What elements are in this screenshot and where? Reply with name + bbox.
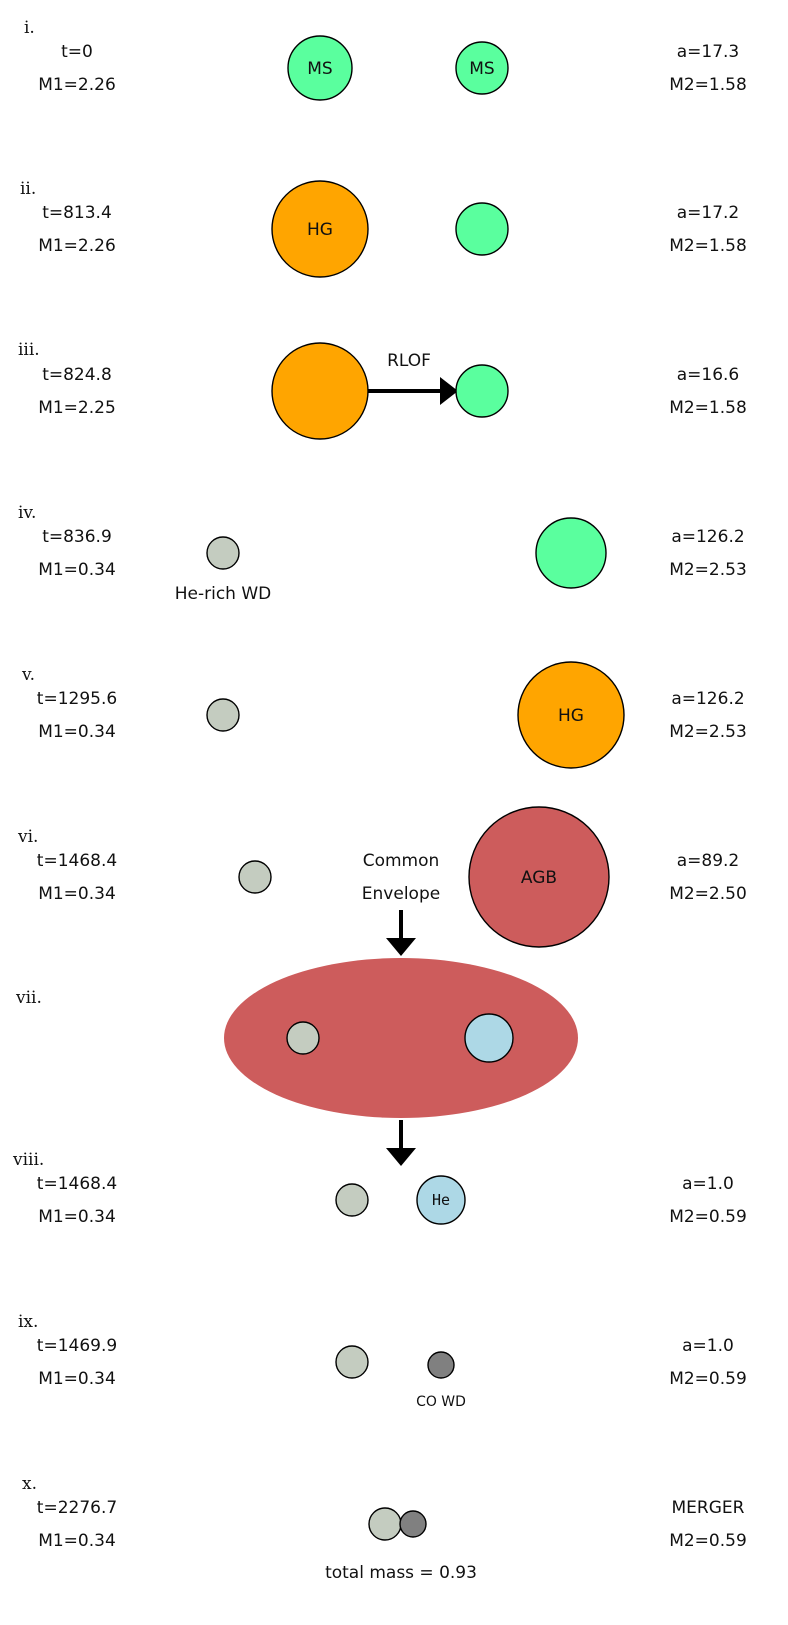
stage-9-time: t=1469.9: [37, 1336, 117, 1356]
stage-9-star1-white-dwarf: [335, 1345, 369, 1379]
stage-4-time: t=836.9: [42, 527, 112, 547]
stage-6-separation: a=89.2: [677, 851, 740, 871]
stage-3: iii. t=824.8 M1=2.25 RLOF a=16.6 M2=1.58: [18, 340, 747, 440]
stage-1-star1-main-sequence: [287, 35, 353, 101]
stage-1-star2-label: MS: [469, 59, 494, 79]
stage-2-star2-main-sequence: [455, 202, 509, 256]
stage-3-mass1: M1=2.25: [38, 398, 116, 418]
common-envelope-label-line1: Common: [363, 851, 440, 871]
stage-7-numeral: vii.: [15, 988, 42, 1008]
stage-9-star2-caption: CO WD: [416, 1394, 466, 1410]
stage-6-mass1: M1=0.34: [38, 884, 116, 904]
stage-10-mass2: M2=0.59: [669, 1531, 747, 1551]
stage-8-mass1: M1=0.34: [38, 1207, 116, 1227]
stage-8-star2-helium-star: [416, 1175, 466, 1225]
stage-1-numeral: i.: [24, 18, 35, 38]
stage-5-star1-white-dwarf: [206, 698, 240, 732]
stage-4: iv. t=836.9 M1=0.34 He-rich WD a=126.2 M…: [18, 503, 747, 604]
stage-1-mass1: M1=2.26: [38, 75, 116, 95]
stage-6-star1-white-dwarf: [238, 860, 272, 894]
stage-5-star2-label: HG: [558, 706, 584, 726]
stage-4-mass1: M1=0.34: [38, 560, 116, 580]
stage-1-mass2: M2=1.58: [669, 75, 747, 95]
stage-5-star2-hertzsprung-gap: [517, 661, 625, 769]
stage-7-star2-helium-core: [464, 1013, 514, 1063]
stage-3-separation: a=16.6: [677, 365, 740, 385]
stage-4-separation: a=126.2: [671, 527, 744, 547]
stage-3-star2-main-sequence: [455, 364, 509, 418]
total-mass-caption: total mass = 0.93: [325, 1563, 477, 1583]
stage-10-time: t=2276.7: [37, 1498, 117, 1518]
stage-6-time: t=1468.4: [37, 851, 117, 871]
stage-4-numeral: iv.: [18, 503, 36, 523]
stage-3-mass2: M2=1.58: [669, 398, 747, 418]
stage-9: ix. t=1469.9 M1=0.34 CO WD a=1.0 M2=0.59: [18, 1312, 747, 1410]
stage-2-star1-hertzsprung-gap: [271, 180, 369, 278]
stage-9-numeral: ix.: [18, 1312, 38, 1332]
stage-10: x. t=2276.7 M1=0.34 total mass = 0.93 ME…: [22, 1474, 747, 1583]
stage-5-mass2: M2=2.53: [669, 722, 747, 742]
stage-10-merger-label: MERGER: [672, 1498, 745, 1518]
rlof-label: RLOF: [387, 351, 431, 371]
stage-7: vii.: [15, 958, 578, 1166]
stage-1-separation: a=17.3: [677, 42, 740, 62]
stage-6-numeral: vi.: [17, 827, 38, 847]
stage-5: v. t=1295.6 M1=0.34 HG a=126.2 M2=2.53: [21, 661, 747, 769]
stage-2-separation: a=17.2: [677, 203, 740, 223]
stage-6-star2-agb: [468, 806, 610, 948]
stage-6: vi. t=1468.4 M1=0.34 Common Envelope AGB…: [17, 806, 747, 956]
stage-1: i. t=0 M1=2.26 MS MS a=17.3 M2=1.58: [24, 18, 747, 101]
stage-3-star1-hertzsprung-gap: [271, 342, 369, 440]
stage-5-numeral: v.: [21, 665, 35, 685]
stage-9-mass1: M1=0.34: [38, 1369, 116, 1389]
stage-8-time: t=1468.4: [37, 1174, 117, 1194]
stage-5-mass1: M1=0.34: [38, 722, 116, 742]
stage-9-separation: a=1.0: [682, 1336, 734, 1356]
stage-10-star1-white-dwarf: [368, 1507, 402, 1541]
rlof-arrow-head: [440, 377, 458, 405]
stage-1-star2-main-sequence: [455, 41, 509, 95]
common-envelope-label-line2: Envelope: [362, 884, 440, 904]
stage-5-time: t=1295.6: [37, 689, 117, 709]
common-envelope: [224, 958, 578, 1118]
ce-arrow-1-head: [386, 938, 416, 956]
stage-8-star1-white-dwarf: [335, 1183, 369, 1217]
stage-4-star1-caption: He-rich WD: [175, 584, 272, 604]
stage-8-separation: a=1.0: [682, 1174, 734, 1194]
stage-1-time: t=0: [61, 42, 93, 62]
stage-4-star1-white-dwarf: [206, 536, 240, 570]
stage-6-star2-label: AGB: [521, 868, 557, 888]
stage-2-time: t=813.4: [42, 203, 112, 223]
ce-arrow-2-head: [386, 1148, 416, 1166]
stage-2-mass2: M2=1.58: [669, 236, 747, 256]
stage-2-mass1: M1=2.26: [38, 236, 116, 256]
stage-5-separation: a=126.2: [671, 689, 744, 709]
stage-9-star2-co-white-dwarf: [427, 1351, 455, 1379]
stage-2-star1-label: HG: [307, 220, 333, 240]
stage-10-star2-co-white-dwarf: [399, 1510, 427, 1538]
stage-7-star1-white-dwarf: [286, 1021, 320, 1055]
stage-2: ii. t=813.4 M1=2.26 HG a=17.2 M2=1.58: [20, 179, 747, 278]
stage-3-time: t=824.8: [42, 365, 112, 385]
stage-4-mass2: M2=2.53: [669, 560, 747, 580]
stage-8-star2-label: He: [432, 1191, 450, 1209]
stage-4-star2-main-sequence: [535, 517, 607, 589]
stage-9-mass2: M2=0.59: [669, 1369, 747, 1389]
stage-8-numeral: viii.: [12, 1150, 44, 1170]
stage-1-star1-label: MS: [307, 59, 332, 79]
stage-6-mass2: M2=2.50: [669, 884, 747, 904]
stage-2-numeral: ii.: [20, 179, 36, 199]
stage-8-mass2: M2=0.59: [669, 1207, 747, 1227]
stage-10-numeral: x.: [22, 1474, 37, 1494]
stage-10-mass1: M1=0.34: [38, 1531, 116, 1551]
stage-8: viii. t=1468.4 M1=0.34 He a=1.0 M2=0.59: [12, 1150, 747, 1227]
stage-3-numeral: iii.: [18, 340, 40, 360]
